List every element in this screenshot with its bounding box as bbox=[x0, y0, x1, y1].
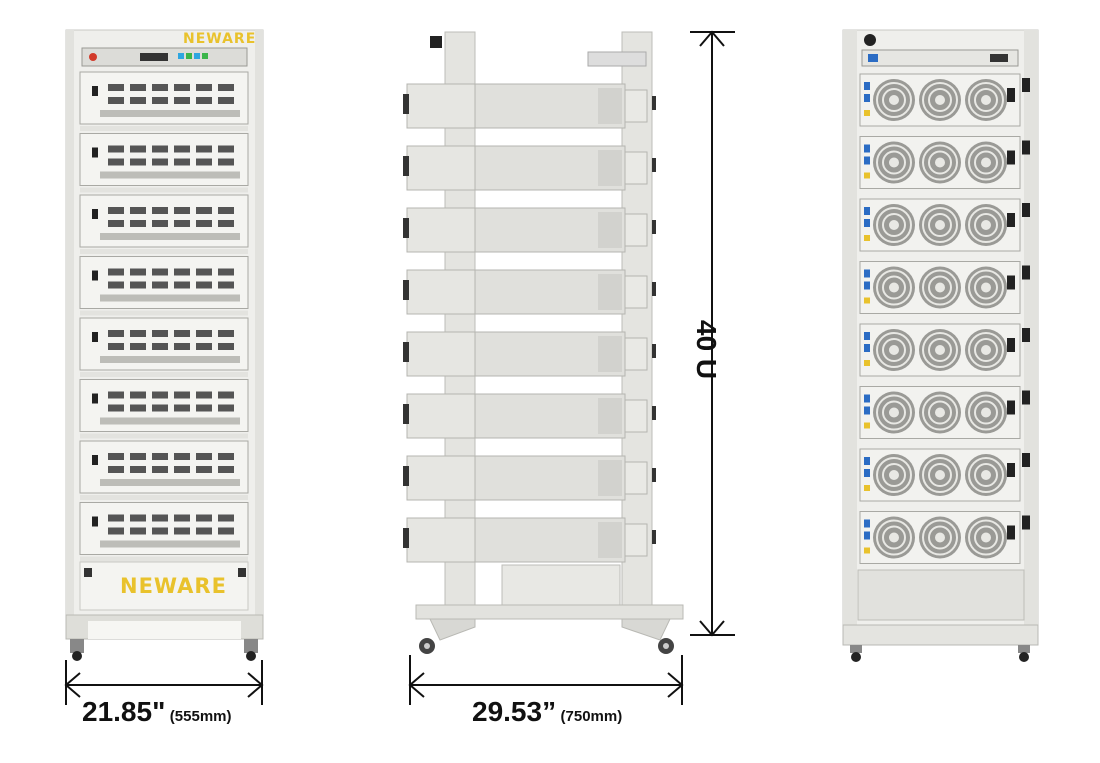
rear-test-unit bbox=[859, 323, 1030, 377]
width-mm: (555mm) bbox=[169, 708, 232, 725]
brand-logo-bottom: NEWARE bbox=[120, 574, 227, 598]
side-view-rack bbox=[403, 31, 684, 654]
rear-test-unit bbox=[859, 511, 1030, 564]
front-test-unit bbox=[79, 317, 249, 377]
brand-logo-top: NEWARE bbox=[183, 31, 257, 47]
front-test-unit bbox=[79, 71, 249, 131]
side-test-unit bbox=[403, 331, 656, 377]
side-test-unit bbox=[403, 83, 656, 129]
depth-dimension-label: 29.53” (750mm) bbox=[472, 696, 622, 728]
rear-test-unit bbox=[859, 198, 1030, 252]
front-test-unit bbox=[79, 256, 249, 316]
depth-inch: 29.53” bbox=[472, 696, 557, 727]
side-test-unit bbox=[403, 145, 656, 191]
side-units-group bbox=[403, 83, 656, 563]
side-test-unit bbox=[403, 517, 656, 563]
rear-test-unit bbox=[859, 73, 1030, 127]
rear-view-cabinet bbox=[842, 29, 1039, 662]
side-test-unit bbox=[403, 393, 656, 439]
width-dimension-label: 21.85" (555mm) bbox=[82, 696, 232, 728]
rear-test-unit bbox=[859, 448, 1030, 502]
depth-mm: (750mm) bbox=[560, 708, 623, 725]
side-test-unit bbox=[403, 455, 656, 501]
rear-test-unit bbox=[859, 261, 1030, 314]
side-test-unit bbox=[403, 207, 656, 253]
front-test-unit bbox=[79, 194, 249, 254]
front-test-unit bbox=[79, 502, 249, 562]
rear-test-unit bbox=[859, 386, 1030, 439]
side-test-unit bbox=[403, 269, 656, 315]
height-dimension-label: 40 U bbox=[691, 320, 722, 380]
front-units-group bbox=[79, 71, 249, 562]
width-inch: 21.85" bbox=[82, 696, 166, 727]
rear-test-unit bbox=[859, 136, 1030, 189]
front-view-cabinet bbox=[65, 29, 264, 661]
front-test-unit bbox=[79, 379, 249, 439]
front-test-unit bbox=[79, 440, 249, 500]
rear-units-group bbox=[859, 73, 1030, 564]
dimension-lines bbox=[64, 30, 735, 705]
front-test-unit bbox=[79, 133, 249, 193]
